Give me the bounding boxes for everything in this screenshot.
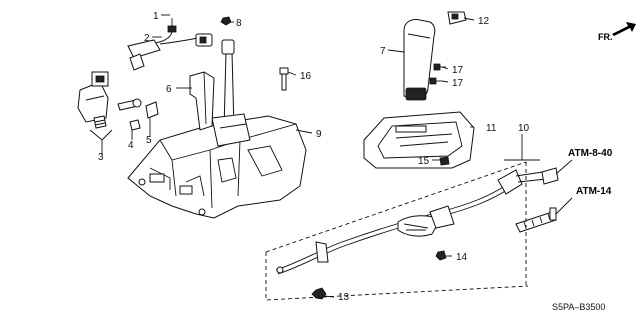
callout-15: 15: [418, 156, 430, 167]
callout-12: 12: [478, 16, 490, 27]
part-code: S5PA–B3500: [552, 302, 605, 312]
callout-16: 16: [300, 71, 312, 82]
direction-label: FR.: [598, 32, 613, 42]
callout-10: 10: [518, 123, 530, 134]
assembly-boundary-dashed: [265, 161, 529, 301]
callout-9: 9: [316, 129, 322, 140]
reference-bracket-10: [504, 134, 540, 161]
cable-mount-bolt: [515, 207, 557, 233]
callout-17b: 17: [452, 78, 464, 89]
lever-bracket: [189, 71, 215, 131]
nut-13: [311, 287, 327, 300]
callout-11: 11: [486, 123, 497, 134]
callout-8: 8: [236, 18, 242, 29]
callout-5: 5: [146, 135, 152, 146]
shift-cable-assembly: [275, 167, 559, 275]
bolt-16: [279, 67, 289, 91]
callout-2: 2: [144, 33, 150, 44]
nut-14: [435, 250, 447, 261]
callout-14: 14: [456, 252, 468, 263]
harness-connector: [127, 18, 213, 71]
nut-8: [220, 16, 232, 26]
reference-atm-14: ATM-14: [576, 186, 612, 197]
shift-lock-solenoid: [77, 71, 109, 129]
bolt-15: [439, 156, 450, 166]
callout-13: 13: [338, 292, 350, 303]
callout-3: 3: [98, 152, 104, 163]
clip-12: [447, 11, 467, 25]
leader-lines: [89, 14, 573, 298]
callout-7: 7: [380, 46, 386, 57]
callout-1: 1: [153, 11, 159, 22]
shift-indicator-panel: [363, 111, 475, 169]
callout-17a: 17: [452, 65, 464, 76]
shift-knob: [403, 19, 436, 101]
front-direction-arrow-icon: [612, 22, 636, 36]
screws-17: [429, 63, 446, 85]
callout-4: 4: [128, 140, 134, 151]
reference-atm-8-40: ATM-8-40: [568, 148, 613, 159]
callout-6: 6: [166, 84, 172, 95]
small-fasteners: [117, 98, 159, 131]
shift-lever-bracket-base: [127, 39, 307, 219]
